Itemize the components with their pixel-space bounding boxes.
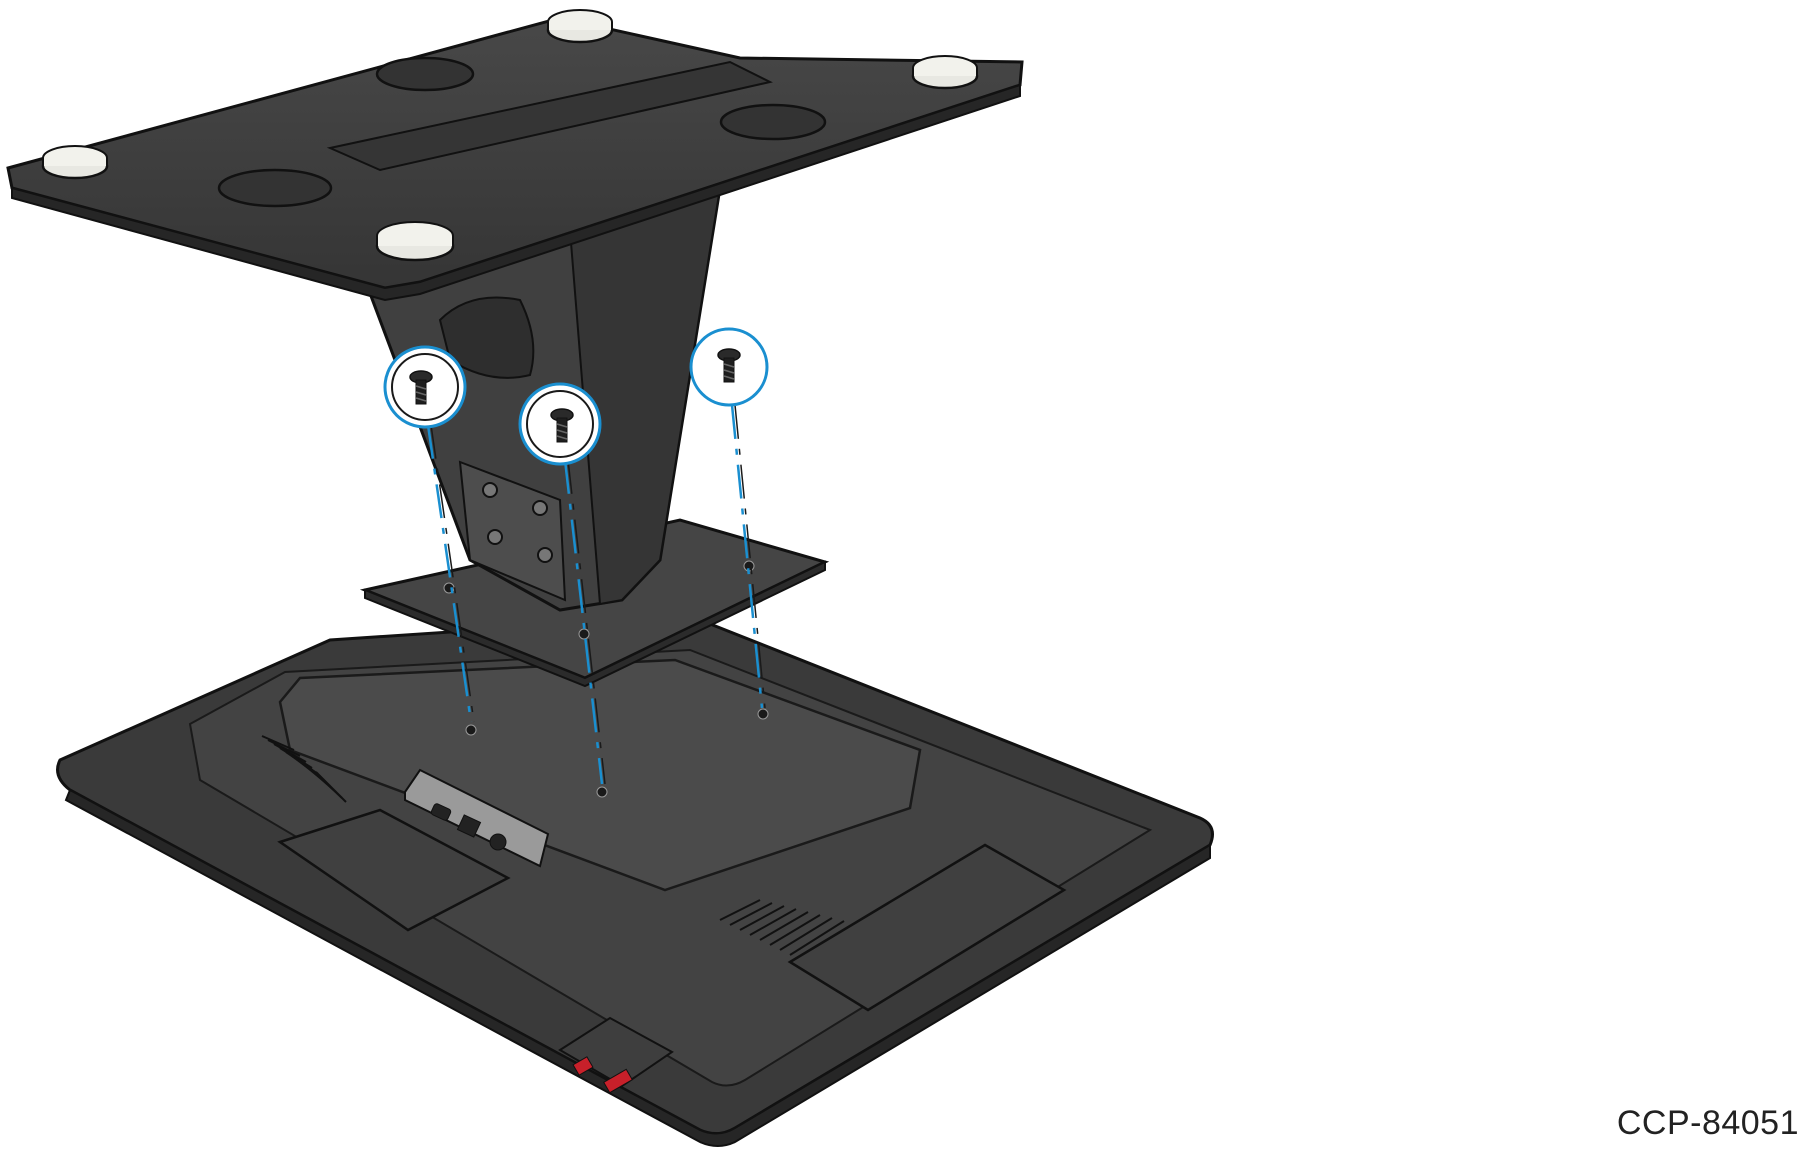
bracket-plate-edge bbox=[364, 560, 826, 688]
screw-icon bbox=[717, 348, 741, 383]
io-port bbox=[456, 814, 482, 838]
stand-base-top bbox=[6, 16, 1024, 290]
alignment-line-3 bbox=[730, 404, 764, 709]
rubber-foot bbox=[546, 9, 614, 44]
monitor-edge bbox=[64, 788, 1211, 1147]
keyhole-mount bbox=[719, 103, 827, 141]
stand-base-edge bbox=[11, 83, 1021, 302]
bracket-hole bbox=[578, 628, 590, 640]
hinge-screw bbox=[532, 500, 548, 516]
bottom-cover bbox=[558, 1016, 674, 1088]
keyhole-mount bbox=[217, 168, 333, 208]
stand-base bbox=[6, 9, 1024, 302]
hinge-screw bbox=[537, 547, 553, 563]
alignment-shadows bbox=[430, 404, 766, 785]
hinge-screw bbox=[482, 482, 498, 498]
base-channel bbox=[326, 60, 773, 172]
right-cover bbox=[787, 843, 1067, 1012]
usb-port-red bbox=[572, 1056, 594, 1076]
io-port bbox=[489, 833, 507, 851]
screw-icon bbox=[550, 408, 574, 443]
rubber-foot bbox=[911, 55, 979, 90]
monitor-back bbox=[56, 614, 1214, 1147]
figure-code: CCP-84051 bbox=[1616, 1104, 1799, 1142]
screw-callout-1 bbox=[383, 345, 467, 429]
neck-cutout bbox=[438, 296, 535, 379]
left-vent bbox=[261, 735, 347, 803]
keyhole-mount bbox=[375, 56, 475, 92]
monitor-screw-hole bbox=[465, 724, 477, 736]
alignment-lines bbox=[426, 404, 764, 785]
left-cover bbox=[277, 808, 511, 932]
monitor-screw-hole bbox=[596, 786, 608, 798]
screw-callout-2 bbox=[518, 382, 602, 466]
alignment-line-1 bbox=[426, 424, 473, 723]
io-port bbox=[430, 803, 452, 821]
rubber-foot bbox=[41, 145, 109, 180]
io-panel bbox=[404, 768, 550, 868]
screw-icon bbox=[409, 370, 433, 405]
alignment-line-2 bbox=[563, 459, 604, 785]
rubber-foot bbox=[375, 221, 455, 262]
usb-port-red bbox=[603, 1068, 633, 1094]
screw-callout-3 bbox=[689, 327, 769, 407]
monitor-screw-hole bbox=[757, 708, 769, 720]
hinge-screw bbox=[487, 529, 503, 545]
